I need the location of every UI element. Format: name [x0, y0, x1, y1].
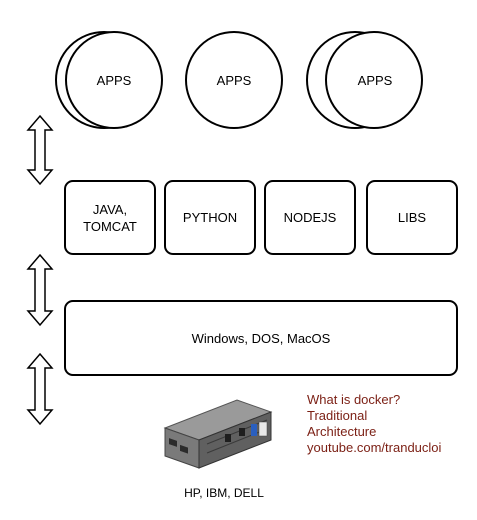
double-arrow-icon	[26, 352, 54, 426]
app-circle	[65, 31, 163, 129]
double-arrow-icon	[26, 253, 54, 327]
app-label: APPS	[216, 73, 252, 88]
runtime-box-java: JAVA, TOMCAT	[64, 180, 156, 255]
double-arrow-icon	[26, 114, 54, 186]
app-circle	[185, 31, 283, 129]
caption-line: Architecture	[307, 424, 377, 439]
server-rack-icon	[163, 399, 273, 469]
app-circle	[325, 31, 423, 129]
runtime-box-libs: LIBS	[366, 180, 458, 255]
os-label: Windows, DOS, MacOS	[191, 330, 331, 346]
runtime-label-line2: TOMCAT	[83, 218, 137, 234]
hardware-label: HP, IBM, DELL	[184, 486, 264, 500]
os-box: Windows, DOS, MacOS	[64, 300, 458, 376]
runtime-label: NODEJS	[283, 210, 337, 225]
caption-line: Traditional	[307, 408, 368, 423]
runtime-label: PYTHON	[182, 210, 238, 225]
caption-line: What is docker?	[307, 392, 401, 407]
app-label: APPS	[357, 73, 393, 88]
runtime-box-nodejs: NODEJS	[264, 180, 356, 255]
runtime-label: LIBS	[397, 210, 427, 225]
app-label: APPS	[96, 73, 132, 88]
runtime-label-line1: JAVA,	[92, 201, 128, 217]
runtime-box-python: PYTHON	[164, 180, 256, 255]
caption-text: What is docker? Traditional Architecture…	[307, 392, 441, 456]
caption-line: youtube.com/tranducloi	[307, 440, 442, 455]
